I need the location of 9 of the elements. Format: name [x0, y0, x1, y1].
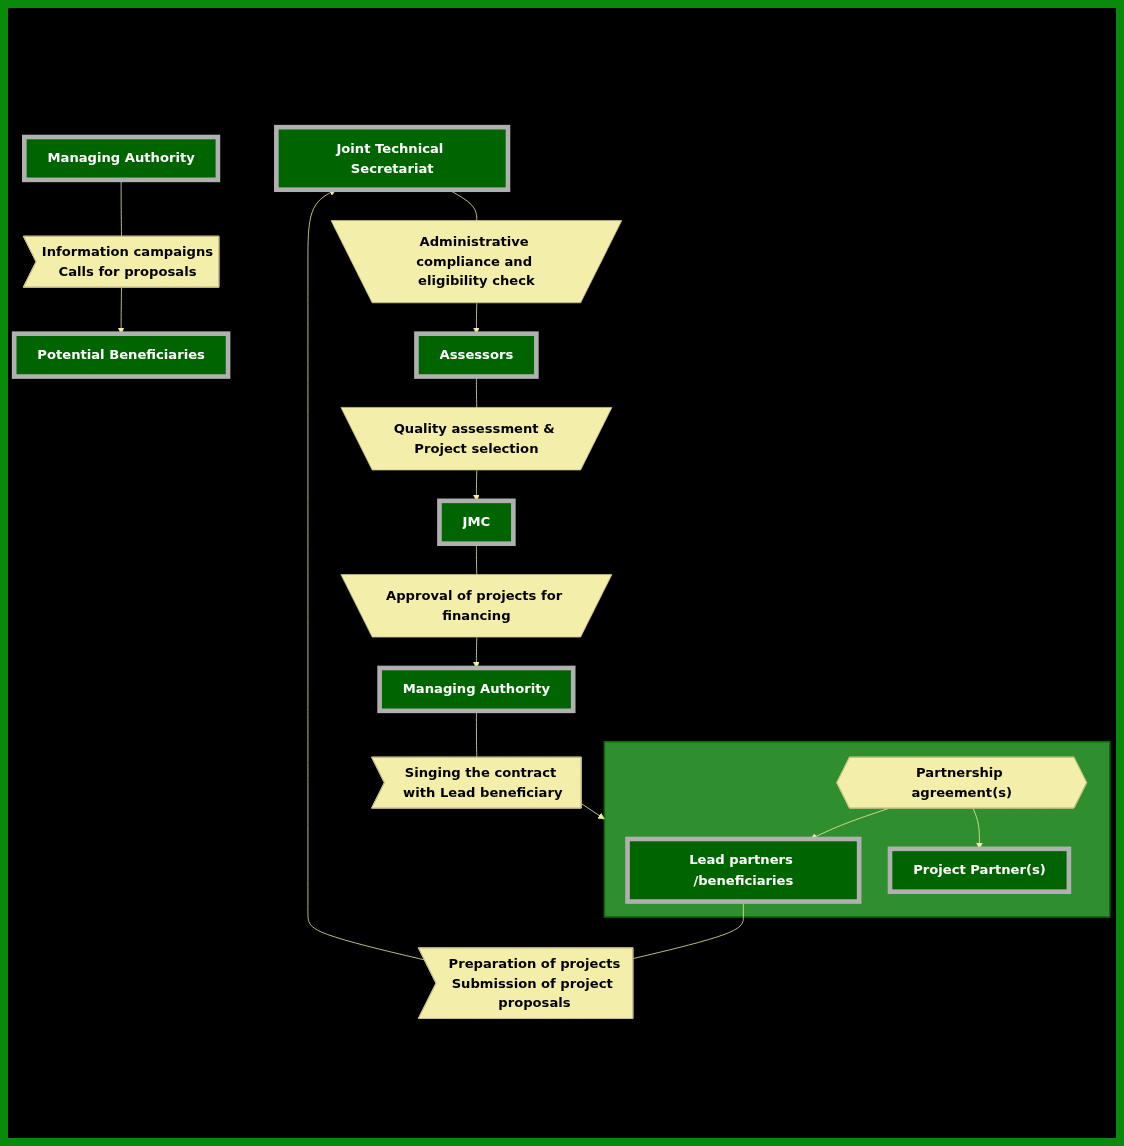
node-box: Potential Beneficiaries [11, 331, 231, 379]
node-box: Lead partners /beneficiaries [625, 836, 862, 904]
node-box: Managing Authority [22, 134, 221, 183]
node-box: Joint Technical Secretariat [274, 125, 511, 193]
node-box: Managing Authority [377, 665, 576, 714]
node-box: Assessors [414, 331, 539, 379]
node-box: JMC [437, 498, 516, 547]
cluster [603, 741, 1111, 918]
node-box: Project Partner(s) [887, 846, 1072, 895]
